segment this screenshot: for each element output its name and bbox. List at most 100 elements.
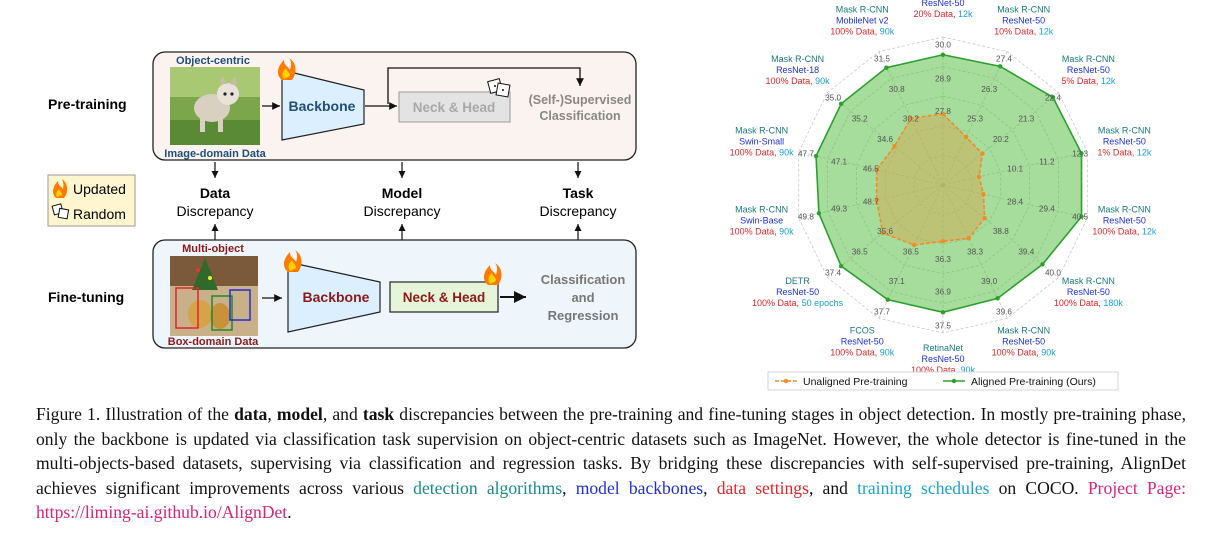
axis-algorithm: Mask R-CNN [997, 325, 1050, 335]
series-point [1040, 262, 1045, 267]
tick-label: 39.0 [981, 277, 997, 286]
axis-data-setting: 100% Data, [752, 298, 802, 308]
data-discrepancy-sub: Discrepancy [176, 203, 253, 219]
object-centric-label: Object-centric [176, 55, 250, 67]
series-point [940, 310, 946, 315]
tick-label: 20.2 [993, 135, 1009, 144]
task-discrepancy-title: Task [563, 185, 594, 201]
axis-schedule: 12k [1137, 147, 1152, 157]
axis-algorithm: Mask R-CNN [1062, 276, 1115, 286]
pretrain-neck-head-block [398, 91, 511, 123]
axis-algorithm: Mask R-CNN [997, 5, 1050, 15]
series-point [911, 242, 917, 248]
legend-marker [783, 378, 789, 384]
tick-label: 27.8 [935, 107, 951, 116]
series-point [838, 101, 844, 106]
axis-algorithm: RetinaNet [923, 343, 964, 353]
tick-label: 27.4 [996, 54, 1012, 63]
axis-backbone: ResNet-50 [1067, 287, 1110, 297]
tick-label: 39.4 [1018, 247, 1034, 256]
axis-data-setting: 100% Data, [730, 147, 780, 157]
axis-algorithm: FCOS [850, 325, 875, 335]
cls-reg-line1: Classification [541, 272, 626, 287]
tick-label: 30.8 [889, 85, 905, 94]
image-domain-label: Image-domain Data [164, 148, 266, 160]
series-point [963, 134, 969, 140]
flame-icon [483, 263, 502, 285]
pretrain-neck-head-label: Neck & Head [413, 100, 496, 115]
axis-backbone: ResNet-50 [841, 336, 884, 346]
axis-setting: 20% Data, 12k [913, 9, 973, 19]
caption-text: discrepancies between the pre-training a… [36, 404, 1186, 498]
axis-setting: 100% Data, 90k [830, 27, 895, 37]
series-point [966, 236, 971, 241]
series-point [874, 197, 879, 203]
axis-backbone: ResNet-50 [1002, 16, 1045, 26]
pipeline-diagram: Pre-training Object-centric Image-domain… [47, 51, 637, 349]
flame-icon [283, 250, 302, 272]
tick-label: 36.5 [903, 248, 919, 257]
data-discrepancy-title: Data [200, 185, 231, 201]
axis-schedule: 90k [961, 365, 976, 375]
caption-model: model [276, 404, 323, 424]
legend-flame-icon [53, 179, 68, 198]
series-point [838, 264, 844, 269]
caption-data-settings: data settings [716, 477, 809, 498]
axis-algorithm: Mask R-CNN [836, 5, 889, 15]
tick-label: 25.3 [967, 114, 983, 123]
pretraining-label: Pre-training [48, 96, 127, 112]
axis-backbone: ResNet-50 [1002, 336, 1045, 346]
classification-label: Classification [539, 109, 620, 123]
axis-data-setting: 100% Data, [1054, 298, 1104, 308]
series-point [884, 65, 889, 70]
legend-label: Unaligned Pre-training [803, 376, 908, 388]
axis-data-setting: 100% Data, [911, 365, 961, 375]
series-point [813, 153, 819, 159]
task-discrepancy-sub: Discrepancy [539, 203, 616, 219]
axis-setting: 100% Data, 90k [992, 347, 1057, 357]
axis-setting: 100% Data, 90k [766, 76, 831, 86]
axis-data-setting: 100% Data, [1092, 227, 1142, 237]
tick-label: 21.3 [1018, 115, 1034, 124]
model-discrepancy-title: Model [382, 185, 422, 201]
cls-reg-line3: Regression [548, 308, 619, 323]
tick-label: 40.0 [1045, 269, 1061, 278]
series-point [908, 116, 914, 121]
tick-label: 46.5 [863, 165, 879, 174]
caption-text: , and [322, 404, 363, 424]
axis-backbone: ResNet-50 [921, 0, 964, 8]
tick-label: 37.1 [889, 277, 905, 286]
tick-label: 37.7 [874, 308, 890, 317]
series-point [880, 230, 886, 236]
legend-marker [951, 378, 957, 384]
series-point [1079, 214, 1084, 219]
axis-backbone: ResNet-50 [1103, 136, 1146, 146]
axis-backbone: ResNet-18 [776, 65, 819, 75]
legend-updated: Updated [73, 181, 126, 197]
pretrain-backbone-label: Backbone [289, 98, 356, 114]
caption-data: data [234, 404, 268, 424]
tick-label: 38.3 [967, 248, 983, 257]
axis-data-setting: 100% Data, [992, 347, 1042, 357]
axis-backbone: Swin-Base [740, 216, 783, 226]
axis-algorithm: Mask R-CNN [1062, 54, 1115, 64]
tick-label: 49.3 [831, 205, 847, 214]
figure-1: Pre-training Object-centric Image-domain… [47, 0, 1157, 391]
axis-algorithm: Mask R-CNN [1098, 205, 1151, 215]
axis-setting: 100% Data, 180k [1054, 298, 1124, 308]
axis-setting: 100% Data, 90k [830, 347, 895, 357]
axis-setting: 10% Data, 12k [994, 27, 1054, 37]
tick-label: 47.1 [831, 157, 847, 166]
tick-label: 36.3 [935, 255, 951, 264]
tick-label: 31.5 [874, 54, 890, 63]
axis-setting: 5% Data, 12k [1061, 76, 1116, 86]
series-point [982, 216, 987, 221]
project-page-link[interactable]: Project Page: https://liming-ai.github.i… [36, 477, 1186, 523]
axis-backbone: ResNet-50 [921, 354, 964, 364]
finetune-backbone-block [287, 261, 381, 333]
tick-label: 12.3 [1072, 150, 1088, 159]
axis-schedule: 90k [880, 347, 895, 357]
axis-setting: 100% Data, 12k [1092, 227, 1157, 237]
tick-label: 28.9 [935, 74, 951, 83]
